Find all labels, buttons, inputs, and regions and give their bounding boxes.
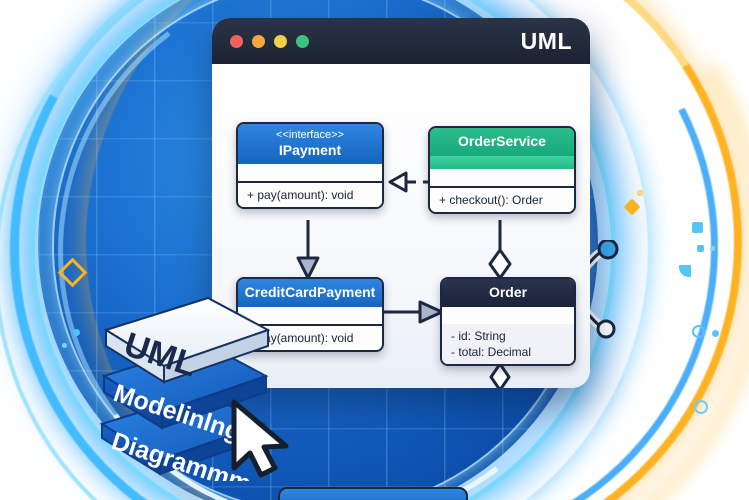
close-button[interactable] [230,34,243,48]
extra-button[interactable] [296,34,309,48]
uml-methods-compartment: + checkout(): Order [430,187,574,212]
uml-class-ipayment[interactable]: <<interface>> IPayment + pay(amount): vo… [236,122,384,210]
uml-class-name: Order [488,284,528,300]
traffic-lights [230,34,309,48]
uml-header-band [430,155,574,169]
uml-divider [430,185,574,188]
badge-stack: Diagrammms Modelinlng UML [99,296,271,481]
app-window: UML [212,18,590,388]
uml-attributes-compartment [430,168,574,186]
uml-method-row: + pay(amount): void [247,330,354,345]
window-titlebar: UML [212,18,590,64]
uml-class-orderservice[interactable]: OrderService + checkout(): Order [428,126,576,214]
mouse-pointer-icon [231,399,289,478]
uml-class-header: OrderService [430,128,574,156]
cyan-dot-particle [710,246,715,251]
uml-class-name: IPayment [278,141,342,158]
cyan-ring-particle [694,400,708,414]
cyan-square-particle [679,265,691,277]
uml-attributes-compartment [238,164,382,182]
orange-dot-particle [637,190,643,196]
badge-card-uml[interactable]: UML [103,296,271,384]
uml-method-row: + pay(amount): void [247,188,354,203]
uml-class-header: CreditCardPayment [238,279,382,307]
cyan-dot-particle [73,329,80,336]
uml-attributes-compartment: - id: String - total: Decimal [442,323,574,364]
bottom-partial-element [278,487,468,500]
relation-connectors [296,171,512,388]
uml-attribute-row: - id: String [451,328,506,343]
zoom-button[interactable] [274,34,287,48]
uml-class-header: <<interface>> IPayment [238,124,382,165]
cyan-square-particle [697,245,704,252]
orange-square-particle [623,198,641,216]
uml-method-row: + checkout(): Order [439,192,543,207]
uml-class-order[interactable]: Order - id: String - total: Decimal [440,277,576,366]
cyan-dot-particle [62,343,67,348]
orange-diamond-particle [57,257,88,288]
uml-attribute-row: - total: Decimal [451,344,532,359]
uml-spacer-compartment [442,306,574,324]
uml-attributes-compartment [238,306,382,324]
minimize-button[interactable] [252,34,265,48]
uml-methods-compartment: + pay(amount): void [238,183,382,208]
uml-class-name: OrderService [458,133,546,149]
window-title: UML [520,27,572,54]
uml-stereotype: <<interface>> [276,129,344,141]
cyan-ring-particle [692,325,705,338]
uml-class-name: CreditCardPayment [244,284,376,300]
uml-divider [238,323,382,326]
cyan-square-particle [692,222,703,233]
cyan-dot-particle [712,330,719,337]
uml-class-header: Order [442,279,574,307]
uml-divider [238,181,382,184]
